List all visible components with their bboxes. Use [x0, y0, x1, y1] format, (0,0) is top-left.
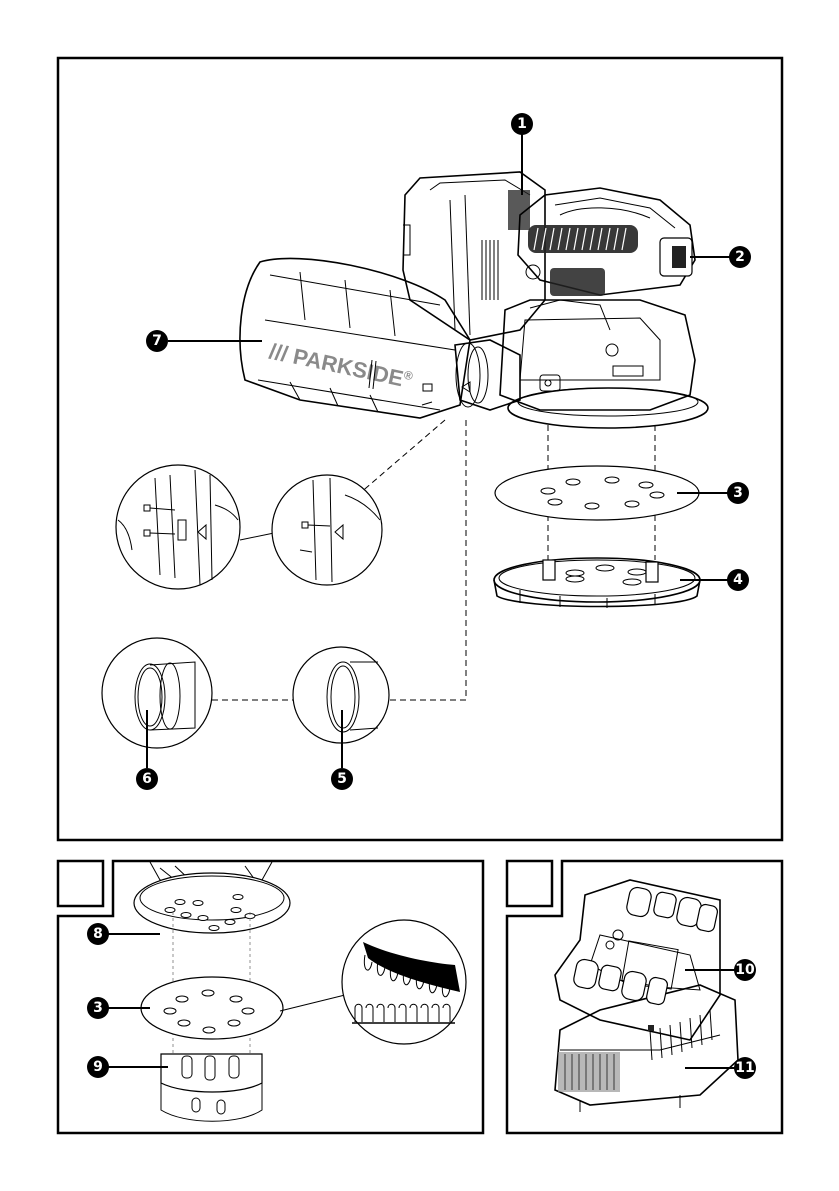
svg-text:1: 1 [517, 116, 527, 132]
hole-template-illustration [494, 558, 700, 608]
svg-text:11: 11 [735, 1060, 754, 1076]
guide-line [352, 420, 445, 500]
svg-text:3: 3 [93, 1000, 103, 1016]
sanding-sheet-illustration-a [141, 977, 283, 1039]
figure-b-label-box [507, 861, 552, 906]
callout-8: 8 [87, 923, 160, 945]
charger-illustration [555, 985, 738, 1112]
hook-loop-detail [342, 920, 466, 1044]
svg-text:6: 6 [142, 771, 152, 787]
battery-illustration [555, 880, 720, 1040]
connector-line [240, 533, 274, 540]
callout-9: 9 [87, 1056, 168, 1078]
figure-a-label-box [58, 861, 103, 906]
svg-text:7: 7 [152, 333, 162, 349]
adapter-detail-6 [102, 638, 212, 748]
sander-illustration: /// PARKSIDE® [240, 172, 708, 428]
detail-circle-left [116, 465, 240, 589]
callout-3-a: 3 [87, 997, 150, 1019]
connector-line [280, 995, 345, 1011]
svg-text:10: 10 [735, 962, 755, 978]
svg-text:5: 5 [337, 771, 347, 787]
detail-circle-right [272, 475, 382, 585]
hole-template-illustration-a [161, 1054, 262, 1121]
callout-2: 2 [690, 246, 751, 268]
callout-1: 1 [511, 113, 533, 195]
svg-text:9: 9 [93, 1059, 103, 1075]
callout-7: 7 [146, 330, 262, 352]
svg-text:8: 8 [93, 926, 103, 942]
sanding-sheet-illustration [495, 466, 699, 520]
svg-text:2: 2 [735, 249, 745, 265]
svg-text:3: 3 [733, 485, 743, 501]
svg-text:4: 4 [733, 572, 743, 588]
sanding-plate-illustration [134, 862, 290, 933]
